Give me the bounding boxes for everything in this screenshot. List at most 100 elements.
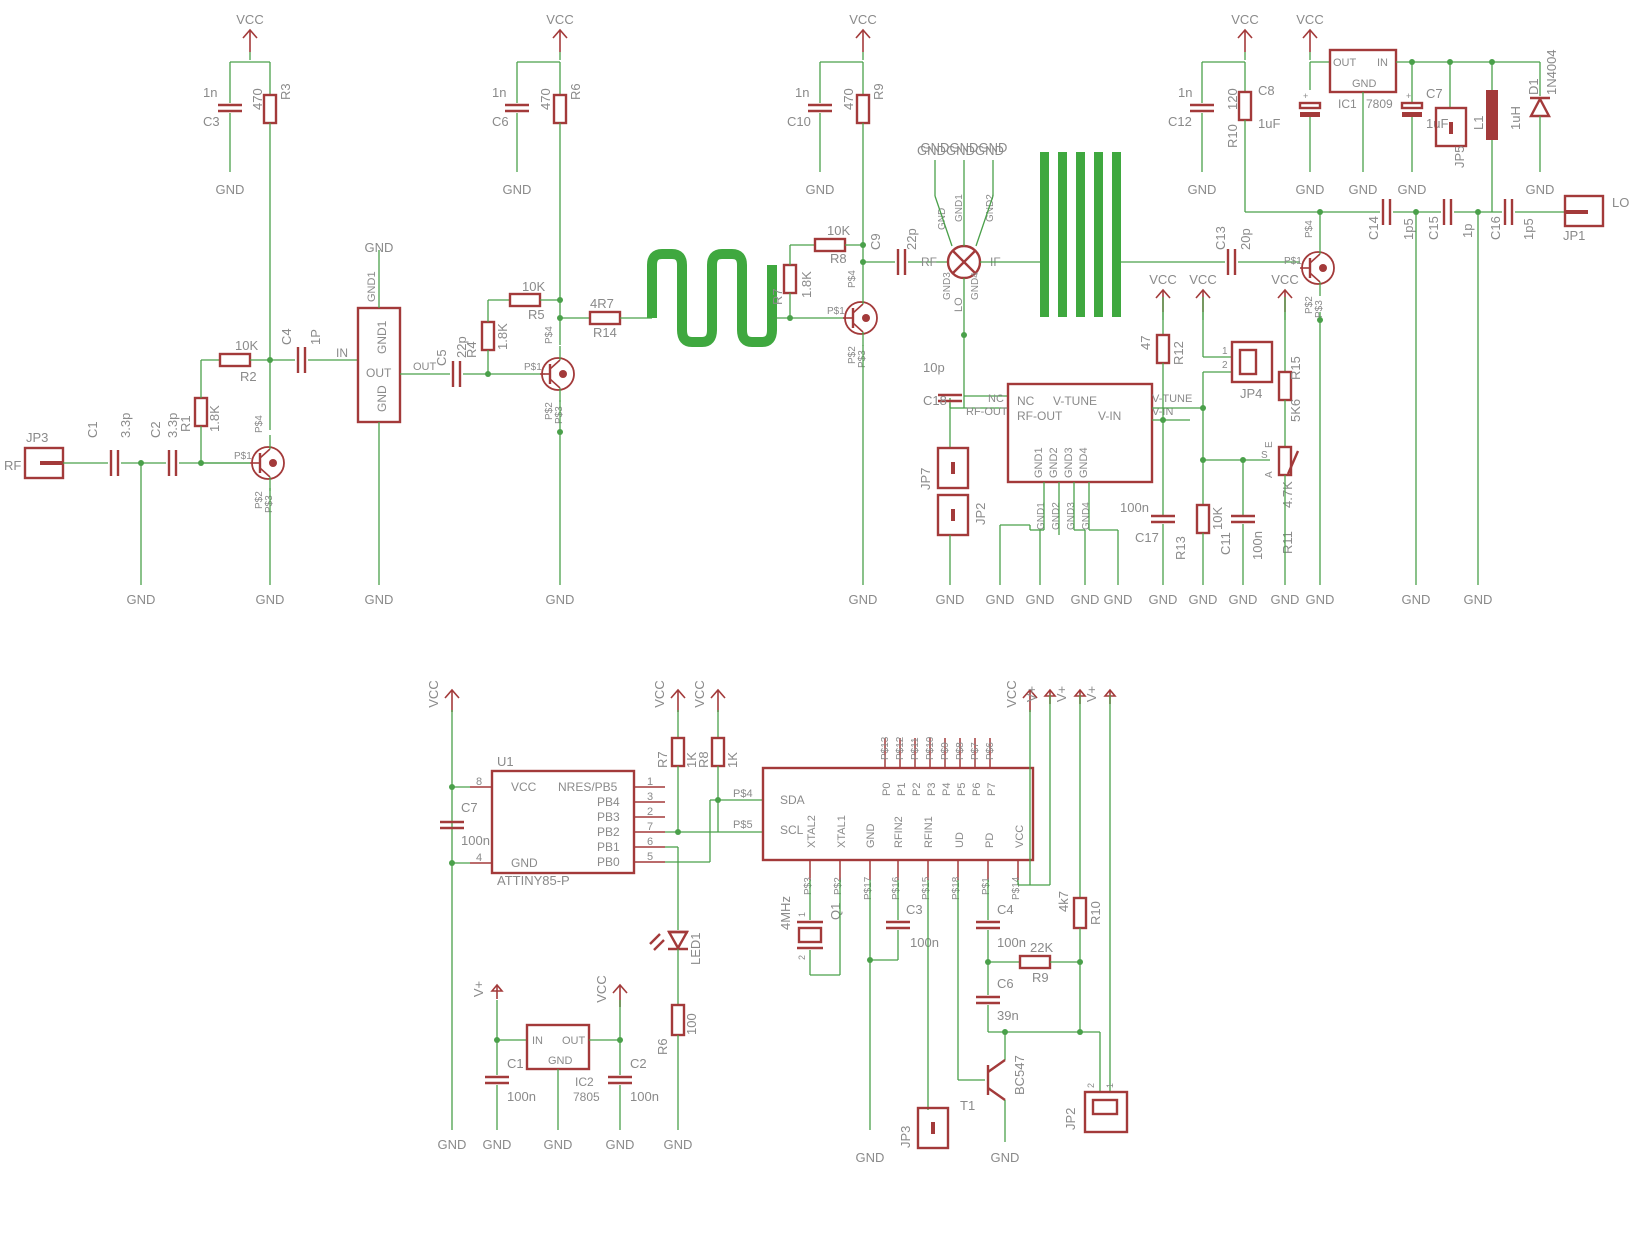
diode-d1: D1 1N4004 xyxy=(1526,49,1559,118)
ground-symbol: GND xyxy=(856,1150,885,1165)
svg-text:GND4: GND4 xyxy=(1081,502,1092,530)
svg-text:GND: GND xyxy=(1271,592,1300,607)
svg-text:P$17: P$17 xyxy=(863,876,874,900)
svg-text:1n: 1n xyxy=(795,85,809,100)
svg-text:R2: R2 xyxy=(240,369,257,384)
svg-text:GND: GND xyxy=(946,143,975,158)
svg-text:100n: 100n xyxy=(910,935,939,950)
svg-text:NRES/PB5: NRES/PB5 xyxy=(558,780,618,794)
svg-text:P$3: P$3 xyxy=(803,877,814,895)
svg-text:R11: R11 xyxy=(1280,531,1295,554)
svg-text:C10: C10 xyxy=(787,114,811,129)
svg-text:P$9: P$9 xyxy=(940,742,951,760)
svg-text:BC547: BC547 xyxy=(1012,1055,1027,1095)
svg-text:1N4004: 1N4004 xyxy=(1544,49,1559,95)
ground-symbol: GND xyxy=(256,592,285,607)
svg-text:IC2: IC2 xyxy=(575,1075,594,1089)
svg-text:C14: C14 xyxy=(1366,216,1381,240)
svg-text:IN: IN xyxy=(1377,57,1388,69)
svg-text:GND: GND xyxy=(1349,182,1378,197)
svg-text:JP5: JP5 xyxy=(1452,146,1467,168)
svg-text:10K: 10K xyxy=(1210,507,1225,530)
vplus-supply-symbol: VCC xyxy=(594,975,628,1007)
jp7-connector: JP7 xyxy=(918,446,970,490)
ground-symbol: GND xyxy=(1398,182,1427,197)
svg-text:JP7: JP7 xyxy=(918,468,933,490)
svg-text:PB4: PB4 xyxy=(597,795,620,809)
svg-text:GND1: GND1 xyxy=(1033,447,1045,478)
svg-text:JP3: JP3 xyxy=(26,430,48,445)
svg-text:PB2: PB2 xyxy=(597,825,620,839)
svg-text:JP3: JP3 xyxy=(898,1126,913,1148)
svg-text:1: 1 xyxy=(647,776,653,788)
ground-symbol: GND xyxy=(544,1137,573,1152)
resistor-r14: 4R7 R14 xyxy=(588,296,622,340)
svg-text:VCC: VCC xyxy=(511,780,537,794)
svg-text:C4: C4 xyxy=(279,328,294,345)
svg-text:V+: V+ xyxy=(1084,686,1099,702)
ground-symbol: GND xyxy=(365,240,394,255)
svg-text:GND: GND xyxy=(1352,78,1377,90)
svg-text:GND: GND xyxy=(917,143,946,158)
svg-text:GND: GND xyxy=(1071,592,1100,607)
svg-text:GND: GND xyxy=(127,592,156,607)
svg-text:470: 470 xyxy=(841,88,856,110)
svg-text:GND: GND xyxy=(1104,592,1133,607)
svg-text:1uF: 1uF xyxy=(1258,116,1280,131)
svg-text:100n: 100n xyxy=(507,1089,536,1104)
svg-text:P3: P3 xyxy=(926,783,938,796)
ground-symbol: GND xyxy=(1271,592,1300,607)
svg-text:XTAL2: XTAL2 xyxy=(806,815,818,848)
svg-text:4.7K: 4.7K xyxy=(1280,481,1295,508)
svg-text:P$4: P$4 xyxy=(733,788,753,800)
if-stripline-filter xyxy=(1040,152,1121,317)
svg-text:GND: GND xyxy=(548,1055,573,1067)
svg-text:C1: C1 xyxy=(85,421,100,438)
resistor-r8: 10K R8 xyxy=(813,223,850,266)
svg-text:C3: C3 xyxy=(203,114,220,129)
svg-text:V-TUNE: V-TUNE xyxy=(1152,393,1192,405)
svg-text:GND: GND xyxy=(483,1137,512,1152)
svg-text:JP1: JP1 xyxy=(1563,228,1585,243)
svg-text:P2: P2 xyxy=(911,783,923,796)
svg-text:R3: R3 xyxy=(278,83,293,100)
svg-text:P$3: P$3 xyxy=(1314,300,1325,318)
svg-text:P$4: P$4 xyxy=(1304,220,1315,238)
ground-symbol: GND xyxy=(1296,182,1325,197)
ground-symbol: GND xyxy=(606,1137,635,1152)
svg-text:GND: GND xyxy=(950,140,979,155)
svg-text:GND: GND xyxy=(986,592,1015,607)
svg-text:GND: GND xyxy=(503,182,532,197)
capacitor-c4: C4 1P xyxy=(279,328,323,373)
svg-text:GND: GND xyxy=(1229,592,1258,607)
svg-text:XTAL1: XTAL1 xyxy=(836,815,848,848)
svg-text:3: 3 xyxy=(647,791,653,803)
amplifier-ic: IN OUT GND GND1 GND1 OUT xyxy=(336,271,437,424)
svg-text:UD: UD xyxy=(954,832,966,848)
svg-text:OUT: OUT xyxy=(562,1035,586,1047)
svg-text:C4: C4 xyxy=(997,902,1014,917)
svg-text:VCC: VCC xyxy=(1189,272,1216,287)
capacitor-c1: C1 3.3p xyxy=(85,413,133,476)
crystal-q1: 4MHz Q1 1 2 xyxy=(778,896,843,960)
svg-text:IN: IN xyxy=(336,346,348,360)
resistor-r3: 470 R3 xyxy=(250,83,293,125)
svg-text:1p5: 1p5 xyxy=(1521,218,1536,240)
svg-text:1P: 1P xyxy=(308,329,323,345)
ground-symbol: GND xyxy=(1349,182,1378,197)
svg-text:V+: V+ xyxy=(471,981,486,997)
svg-text:4: 4 xyxy=(476,852,482,864)
svg-text:7809: 7809 xyxy=(1366,97,1393,111)
svg-text:GND: GND xyxy=(216,182,245,197)
svg-text:OUT: OUT xyxy=(1333,57,1357,69)
svg-text:GND2: GND2 xyxy=(985,194,996,222)
svg-text:2: 2 xyxy=(1222,360,1228,371)
jp2-connector: JP2 xyxy=(936,493,988,537)
ground-symbol: GND xyxy=(979,140,1008,155)
vplus-supply-symbol: VCC xyxy=(1004,680,1038,712)
svg-text:GND: GND xyxy=(1189,592,1218,607)
svg-text:P$13: P$13 xyxy=(880,736,891,760)
ground-symbol: GND xyxy=(483,1137,512,1152)
